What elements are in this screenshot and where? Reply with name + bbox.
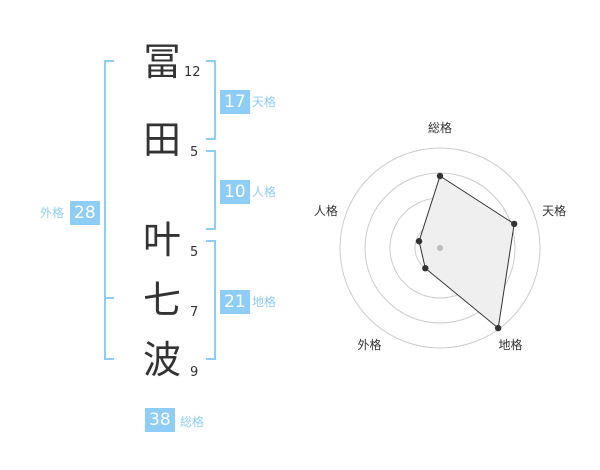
tenkaku-label: 天格 bbox=[252, 95, 277, 109]
tenkaku-value-badge: 17 bbox=[220, 90, 250, 114]
radar-point-5 bbox=[415, 238, 423, 245]
radar-data-area bbox=[418, 175, 515, 330]
gaikaku-bracket-tick bbox=[104, 297, 114, 299]
radar-point-1 bbox=[436, 172, 444, 180]
stroke-count-3: 5 bbox=[190, 245, 199, 260]
radar-axis-label-2: 天格 bbox=[542, 203, 566, 218]
radar-axis-label-3: 地格 bbox=[499, 337, 523, 352]
name-char-2: 田 bbox=[142, 118, 181, 162]
radar-point-2 bbox=[510, 220, 518, 228]
radar-axis-label-1: 総格 bbox=[428, 120, 452, 135]
radar-axis-label-5: 人格 bbox=[314, 203, 338, 218]
jinkaku-bracket bbox=[206, 150, 216, 230]
stroke-count-5: 9 bbox=[190, 365, 199, 380]
tenkaku-bracket bbox=[206, 60, 216, 140]
radar-center-dot bbox=[437, 245, 443, 251]
radar-point-3 bbox=[494, 324, 502, 332]
gaikaku-value-badge: 28 bbox=[70, 201, 100, 225]
stroke-count-1: 12 bbox=[184, 65, 201, 80]
name-char-4: 七 bbox=[142, 278, 181, 322]
stroke-count-4: 7 bbox=[190, 305, 199, 320]
name-char-3: 叶 bbox=[142, 218, 181, 262]
chikaku-bracket bbox=[206, 240, 216, 360]
name-char-1: 冨 bbox=[142, 40, 181, 84]
radar-axis-label-4: 外格 bbox=[357, 337, 381, 352]
radar-point-4 bbox=[422, 265, 429, 272]
radar-ring-4 bbox=[339, 147, 541, 349]
name-char-5: 波 bbox=[142, 338, 181, 382]
soukaku-label: 総格 bbox=[180, 415, 205, 429]
chikaku-label: 地格 bbox=[252, 295, 277, 309]
gaikaku-label: 外格 bbox=[40, 206, 65, 220]
jinkaku-value-badge: 10 bbox=[220, 180, 250, 204]
gaikaku-bracket bbox=[104, 60, 114, 360]
soukaku-value-badge: 38 bbox=[145, 408, 175, 432]
jinkaku-label: 人格 bbox=[252, 185, 277, 199]
chikaku-value-badge: 21 bbox=[220, 290, 250, 314]
stroke-count-2: 5 bbox=[190, 145, 199, 160]
